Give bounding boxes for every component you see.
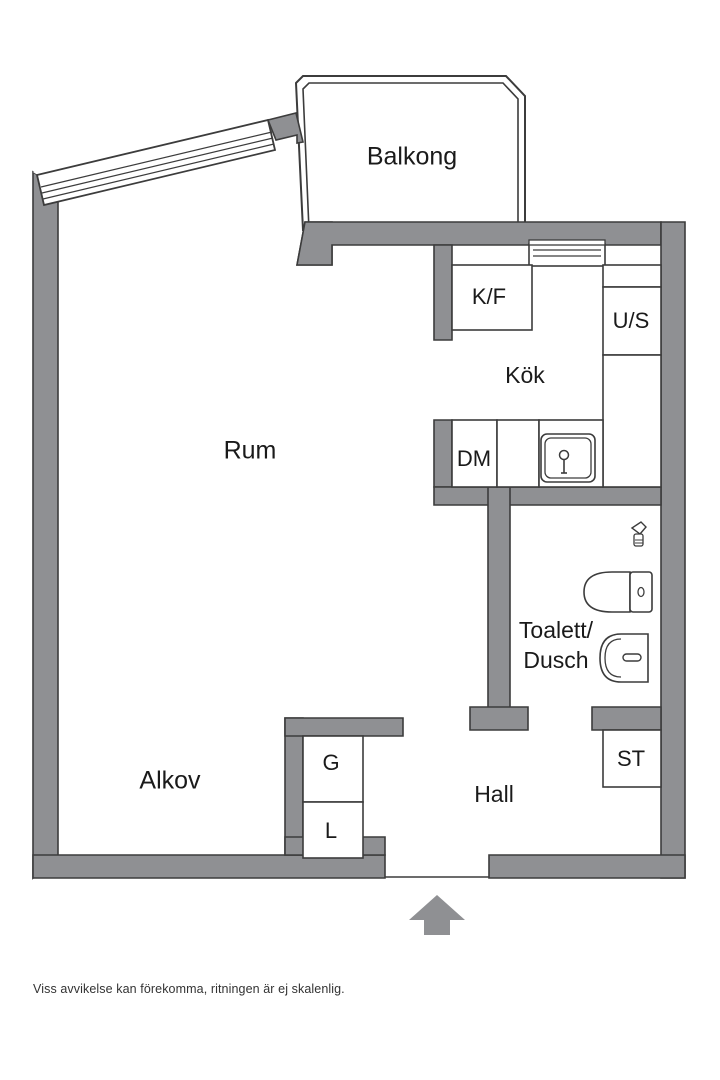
kitchen-window (528, 239, 606, 267)
shower-mixer-icon (630, 521, 647, 547)
wall-kitchen-bottom (433, 486, 662, 506)
cabinet-l (302, 801, 364, 859)
closet-label-st: ST (617, 746, 645, 771)
wall-right-exterior (660, 221, 686, 879)
closet-label-kf: K/F (472, 284, 506, 309)
closet-label-g: G (322, 750, 339, 775)
wall-bottom-right (488, 854, 686, 879)
wall-closet-left (284, 717, 304, 856)
kitchen-sink-icon (540, 433, 596, 483)
washbasin-icon (599, 633, 649, 683)
wall-left-exterior (32, 170, 59, 880)
living-room-window (35, 118, 277, 207)
cabinet-us (602, 286, 662, 356)
room-labels: Rum Alkov Balkong Kök Hall Toalett/ Dusc… (139, 143, 593, 807)
cabinet-kf (451, 264, 533, 331)
room-label-rum: Rum (224, 437, 277, 465)
wall-bathroom-bottom (591, 706, 662, 731)
wall-pier-balcony-left (266, 112, 304, 144)
cabinet-g (302, 735, 364, 803)
closet-label-us: U/S (613, 308, 650, 333)
cabinet-st (602, 729, 662, 788)
disclaimer-text: Viss avvikelse kan förekomma, ritningen … (33, 982, 345, 996)
entrance-arrow (409, 895, 465, 935)
wall-closet-top (284, 717, 404, 737)
closet-labels: K/F U/S DM G L ST (322, 284, 649, 843)
wall-hall-left-divider (487, 486, 511, 721)
wall-top-kitchen (296, 221, 662, 266)
cabinet-counter-left (496, 419, 540, 488)
room-label-hall: Hall (474, 781, 514, 807)
wall-bottom-left (32, 854, 386, 879)
room-label-toalett: Toalett/ (519, 617, 594, 643)
cabinet-dm (451, 419, 498, 488)
cabinet-boxes (302, 264, 662, 859)
fixtures (540, 433, 653, 683)
wall-divider-foot (469, 706, 529, 731)
room-label-dusch: Dusch (523, 647, 588, 673)
apartment-walls (32, 112, 686, 880)
room-label-alkov: Alkov (139, 767, 201, 795)
room-label-kok: Kök (505, 362, 545, 388)
wall-kitchen-left-lower (433, 419, 453, 488)
toilet-icon (583, 571, 653, 613)
room-label-balkong: Balkong (367, 143, 457, 171)
cabinet-us-top (602, 264, 662, 288)
cabinet-kitchen-right (602, 354, 662, 488)
closet-label-l: L (325, 818, 337, 843)
closet-label-dm: DM (457, 446, 491, 471)
wall-kitchen-left-upper (433, 244, 453, 341)
